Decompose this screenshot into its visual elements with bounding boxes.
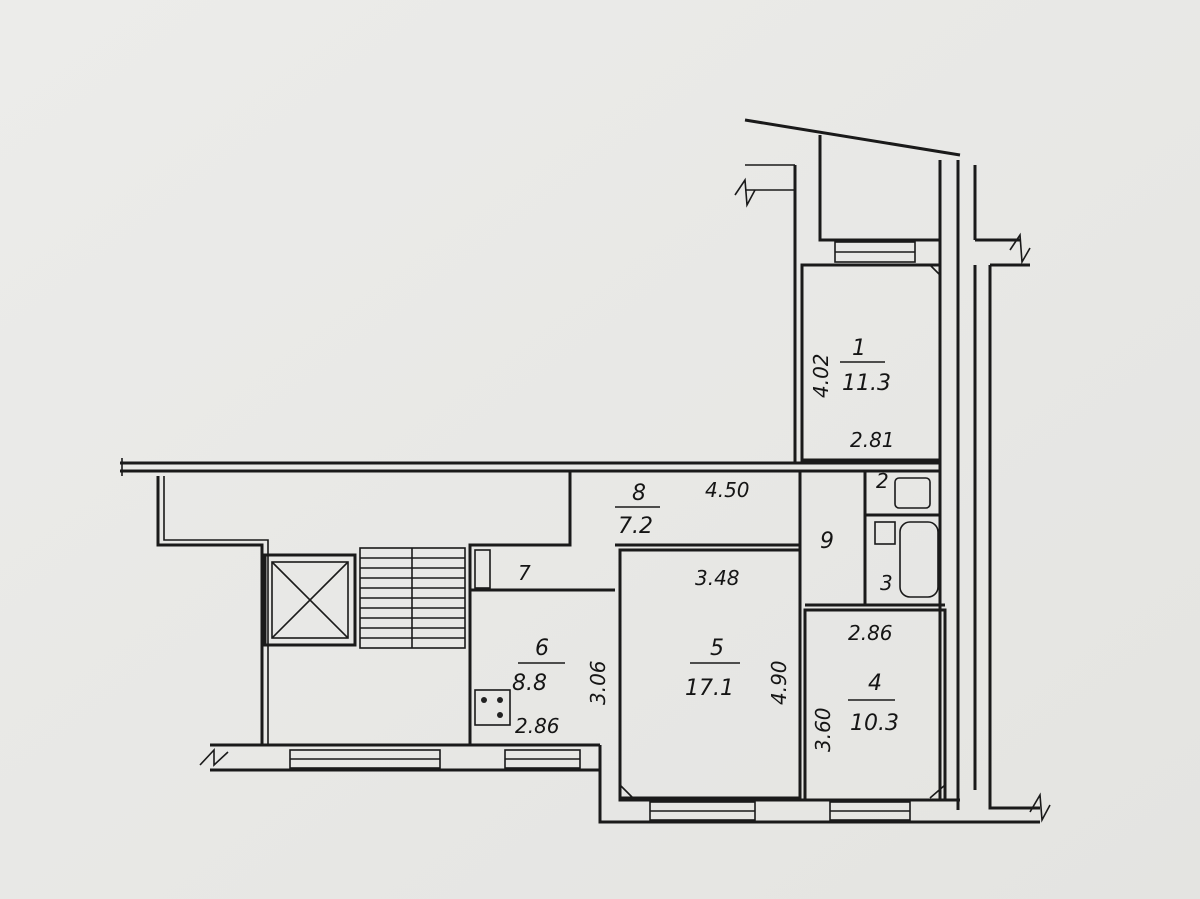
bathtub-icon <box>899 521 939 598</box>
room-4-number: 4 <box>868 671 882 696</box>
room-1-area: 11.3 <box>842 371 891 396</box>
walls <box>120 118 1051 824</box>
room-1-length: 4.02 <box>809 353 833 398</box>
toilet-icon <box>894 477 931 509</box>
room-6-number: 6 <box>535 636 549 661</box>
room-8-length: 4.50 <box>705 478 750 502</box>
room-4-length: 3.60 <box>811 707 835 752</box>
room-7-number: 7 <box>518 561 531 585</box>
room-2-number: 2 <box>876 469 889 493</box>
room-8-area: 7.2 <box>618 514 653 539</box>
room-6-width: 2.86 <box>515 714 560 738</box>
room-labels: 1 11.3 4.02 2.81 2 3 4 10.3 3.60 2.86 5 … <box>512 336 899 752</box>
sink-icon <box>874 521 896 545</box>
fixtures <box>474 477 939 726</box>
room-6-length: 3.06 <box>586 660 610 705</box>
room-8-number: 8 <box>632 481 646 506</box>
room-3-number: 3 <box>880 571 893 595</box>
room-5-width: 3.48 <box>695 566 740 590</box>
room-1-width: 2.81 <box>850 428 895 452</box>
room-1-number: 1 <box>852 336 866 361</box>
room-5-number: 5 <box>710 636 724 661</box>
room-5-area: 17.1 <box>685 676 734 701</box>
stove-icon <box>474 689 511 726</box>
room-5-length: 4.90 <box>767 660 791 705</box>
room-9-number: 9 <box>820 529 834 554</box>
room-4-width: 2.86 <box>848 621 893 645</box>
staircase <box>360 557 465 639</box>
room-4-area: 10.3 <box>850 711 899 736</box>
room-6-area: 8.8 <box>512 671 547 696</box>
